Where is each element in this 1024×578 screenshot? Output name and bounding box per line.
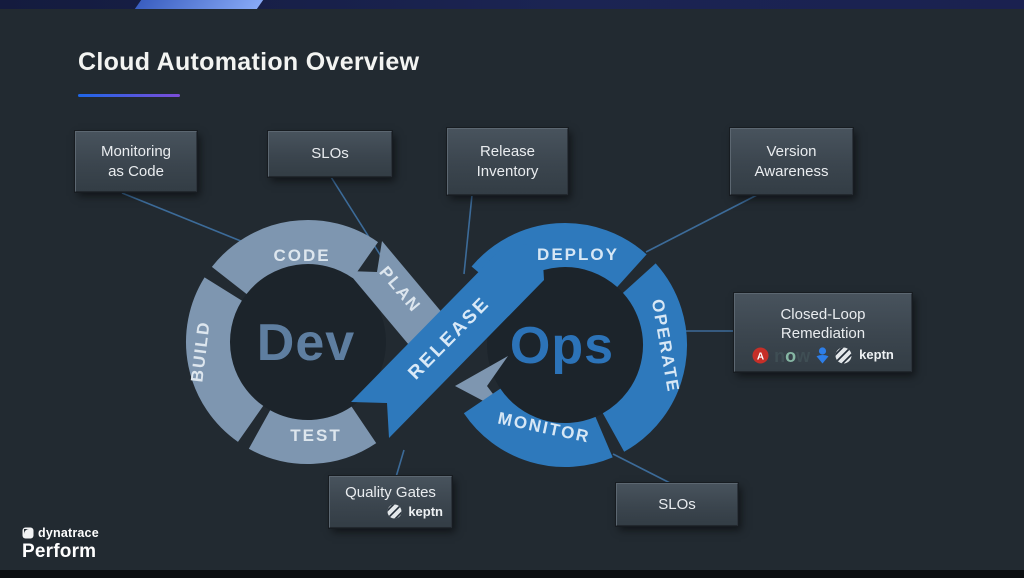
box-closed-loop-line2: Remediation [780,325,866,342]
box-slos-top: SLOs [268,131,392,177]
event-name: Perform [22,541,97,562]
box-closed-loop-line1: Closed-Loop [780,305,866,323]
box-quality-gates: Quality Gates keptn [329,476,452,528]
ansible-icon: A [752,347,769,364]
box-closed-loop-remediation: Closed-Loop Remediation A now keptn [734,293,912,372]
footer-branding: dynatrace Perform [22,526,99,563]
dev-ring-hole [230,264,386,420]
keptn-icon [387,504,402,519]
label-code: CODE [273,246,330,265]
svg-text:A: A [757,352,764,363]
box-monitoring-as-code: Monitoring as Code [75,131,197,192]
bottom-strip [0,570,1024,578]
ops-operate-arc [602,263,687,452]
title-underline [78,94,180,97]
box-version-awareness: Version Awareness [730,128,853,195]
keptn-wordmark: keptn [859,347,894,363]
closed-loop-logo-row: A now keptn [752,347,894,365]
page-title: Cloud Automation Overview [78,48,420,76]
box-slos-top-label: SLOs [311,145,349,163]
keptn-icon [835,347,852,364]
box-release-inventory: Release Inventory [447,128,568,195]
connector-quality-gates [395,449,405,478]
dynatrace-icon [22,527,34,539]
dev-center-label: Dev [257,314,355,372]
dev-code-arc [211,220,379,295]
top-accent-strip [0,0,1024,9]
ops-ring-hole [487,267,643,423]
box-version-awareness-line1: Version [766,143,817,160]
box-monitoring-as-code-line1: Monitoring [100,143,172,160]
box-monitoring-as-code-line2: as Code [108,162,164,180]
brand-row: dynatrace [22,526,99,540]
servicenow-now-logo: now [774,345,811,366]
dev-build-arc [186,277,264,442]
keptn-wordmark: keptn [408,503,443,519]
connector-monitoring-as-code [121,192,259,249]
connector-release-inventory [463,194,473,275]
label-test: TEST [290,426,341,445]
box-release-inventory-line2: Inventory [476,162,539,180]
quality-gates-logo-row: keptn [387,504,443,521]
connector-slos-bottom [612,453,673,485]
opsgenie-icon [816,347,829,364]
ops-center-label: Ops [510,317,614,375]
box-slos-bottom-label: SLOs [658,495,696,513]
box-slos-bottom: SLOs [616,483,738,526]
box-quality-gates-label: Quality Gates [345,484,436,501]
release-band [351,244,544,438]
box-version-awareness-line2: Awareness [754,162,829,180]
connector-version-awareness [645,194,758,253]
brand-name: dynatrace [38,526,99,540]
ops-monitor-arc [463,387,613,468]
dev-test-arc [248,406,377,464]
label-deploy: DEPLOY [537,245,619,264]
dev-plan-segment [347,241,449,351]
box-release-inventory-line1: Release [479,143,536,160]
